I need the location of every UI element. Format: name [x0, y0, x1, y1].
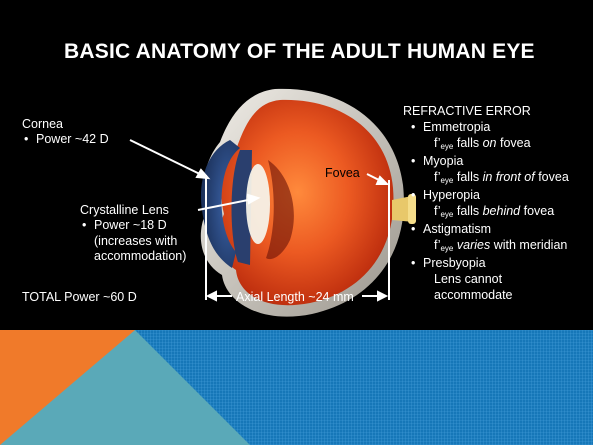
axial-length-label: Axial Length ~24 mm — [236, 290, 354, 305]
lens-note-line2: accommodation) — [94, 249, 186, 264]
axial-right-arrowhead — [378, 292, 386, 300]
total-power-label: TOTAL Power ~60 D — [22, 290, 137, 305]
crystalline-lens-shape — [246, 164, 270, 244]
myopia-desc: f’eye falls in front of fovea — [434, 170, 569, 188]
cornea-power-label: Power ~42 D — [36, 132, 109, 147]
hyperopia-label: Hyperopia — [423, 188, 480, 203]
emmetropia-desc: f’eye falls on fovea — [434, 136, 531, 154]
lens-note-line1: (increases with — [94, 234, 177, 249]
footer-decoration — [0, 330, 593, 445]
presbyopia-label: Presbyopia — [423, 256, 486, 271]
slide-title: BASIC ANATOMY OF THE ADULT HUMAN EYE — [64, 40, 535, 64]
axial-left-arrowhead — [208, 292, 216, 300]
presbyopia-desc-line1: Lens cannot — [434, 272, 502, 287]
astigmatism-label: Astigmatism — [423, 222, 491, 237]
emmetropia-label: Emmetropia — [423, 120, 490, 135]
refractive-error-header: REFRACTIVE ERROR — [403, 104, 531, 119]
lens-label: Crystalline Lens — [80, 203, 169, 218]
hyperopia-desc: f’eye falls behind fovea — [434, 204, 554, 222]
cornea-leader-line — [130, 140, 208, 178]
cornea-label: Cornea — [22, 117, 63, 132]
astigmatism-desc: f’eye varies with meridian — [434, 238, 567, 256]
fovea-label: Fovea — [325, 166, 360, 181]
myopia-label: Myopia — [423, 154, 463, 169]
presbyopia-desc-line2: accommodate — [434, 288, 513, 303]
lens-power-label: Power ~18 D — [94, 218, 167, 233]
